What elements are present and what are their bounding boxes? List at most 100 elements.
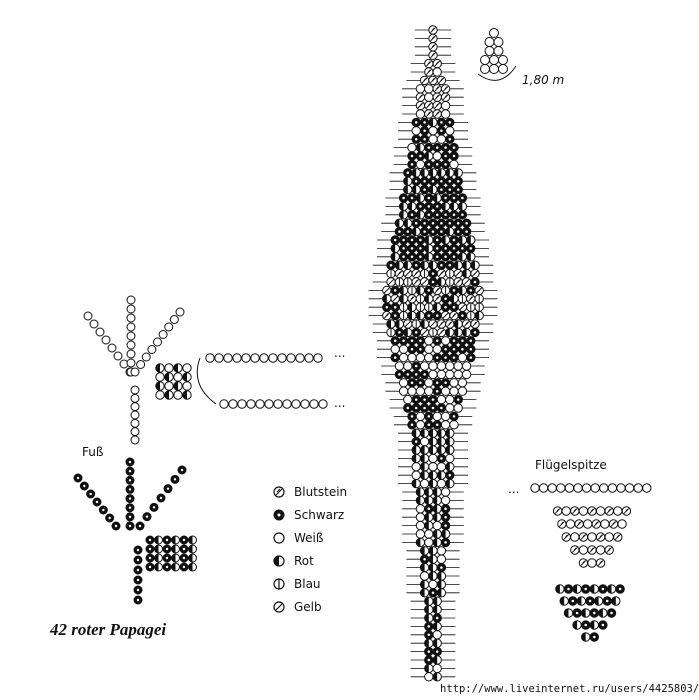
black-bead <box>568 596 578 606</box>
red-bead <box>572 620 582 630</box>
red-bead <box>453 168 463 178</box>
black-bead <box>398 193 409 203</box>
white-bead <box>398 386 409 396</box>
black-bead <box>445 117 455 128</box>
red-bead <box>432 302 442 312</box>
black-bead <box>457 310 468 321</box>
black-bead <box>403 226 413 237</box>
yellow-bead <box>428 319 438 329</box>
bloodstone-bead <box>432 285 442 296</box>
white-bead <box>564 483 575 493</box>
white-bead <box>241 353 251 363</box>
red-bead <box>424 151 434 161</box>
red-bead <box>424 638 434 648</box>
bloodstone-bead <box>613 532 623 542</box>
white-bead <box>424 386 434 396</box>
white-bead <box>432 663 442 674</box>
white-bead <box>445 369 455 380</box>
red-bead <box>445 462 455 472</box>
white-bead <box>428 126 438 136</box>
white-bead <box>291 399 301 409</box>
white-bead <box>489 55 499 65</box>
foot-label: Fuß <box>82 445 104 459</box>
black-bead <box>428 403 438 413</box>
white-bead <box>300 399 310 409</box>
black-bead <box>419 134 430 144</box>
red-bead <box>415 537 426 548</box>
black-bead <box>419 369 430 380</box>
white-bead <box>415 512 426 522</box>
black-bead <box>415 336 426 346</box>
black-bead <box>449 252 459 262</box>
black-bead <box>424 411 434 422</box>
black-bead <box>179 553 189 563</box>
black-bead <box>145 544 155 554</box>
black-bead <box>398 336 409 346</box>
black-bead <box>394 327 405 338</box>
black-bead <box>407 336 417 346</box>
bloodstone-bead <box>428 50 438 60</box>
black-bead <box>449 210 459 220</box>
white-bead <box>424 336 434 346</box>
white-bead <box>419 478 430 489</box>
red-bead <box>432 672 442 682</box>
white-bead <box>398 344 409 354</box>
black-bead <box>79 481 89 491</box>
white-bead <box>411 126 421 136</box>
white-bead <box>428 453 438 464</box>
white-bead <box>403 361 413 371</box>
black-bead <box>133 585 143 595</box>
black-bead <box>125 484 135 494</box>
black-bead <box>440 352 451 363</box>
black-bead <box>449 302 459 312</box>
white-bead <box>432 520 442 531</box>
red-bead <box>411 478 421 489</box>
black-bead <box>411 134 421 144</box>
black-bead <box>73 473 83 483</box>
white-bead <box>309 399 319 409</box>
white-bead <box>126 358 136 368</box>
black-bead <box>470 277 480 287</box>
black-bead <box>419 554 430 564</box>
black-bead <box>457 193 468 203</box>
red-bead <box>424 596 434 606</box>
white-bead <box>205 353 215 363</box>
black-bead <box>589 632 599 642</box>
bloodstone-bead <box>428 25 438 35</box>
black-bead <box>419 403 430 413</box>
black-bead <box>453 218 463 228</box>
blue-bead <box>474 294 484 304</box>
black-bead <box>98 505 108 515</box>
blue-bead <box>415 294 426 304</box>
black-bead <box>407 252 417 262</box>
red-bead <box>407 201 417 212</box>
black-bead <box>390 285 400 296</box>
legend-label: Blau <box>294 576 321 591</box>
black-bead <box>390 352 400 363</box>
red-bead <box>154 562 163 572</box>
red-bead <box>461 327 472 338</box>
black-bead <box>411 176 421 186</box>
black-bead <box>466 352 476 363</box>
red-bead <box>432 512 442 522</box>
white-bead <box>246 399 256 409</box>
red-bead <box>436 428 447 438</box>
black-bead <box>125 475 135 485</box>
bloodstone-bead <box>415 92 426 102</box>
black-bead <box>415 201 426 212</box>
wingtip-label: Flügelspitze <box>535 458 607 472</box>
black-bead <box>419 184 430 195</box>
black-bead <box>394 369 405 380</box>
white-bead <box>264 399 274 409</box>
red-bead <box>403 184 413 195</box>
legend-item: Weiß <box>272 526 347 549</box>
red-bead <box>445 445 455 455</box>
white-bead <box>445 403 455 413</box>
white-bead <box>250 353 260 363</box>
white-bead <box>295 353 305 363</box>
red-bead <box>436 168 447 178</box>
red-bead <box>415 142 426 153</box>
black-bead <box>453 394 463 405</box>
legend-item: Gelb <box>272 595 347 618</box>
red-bead <box>419 453 430 464</box>
